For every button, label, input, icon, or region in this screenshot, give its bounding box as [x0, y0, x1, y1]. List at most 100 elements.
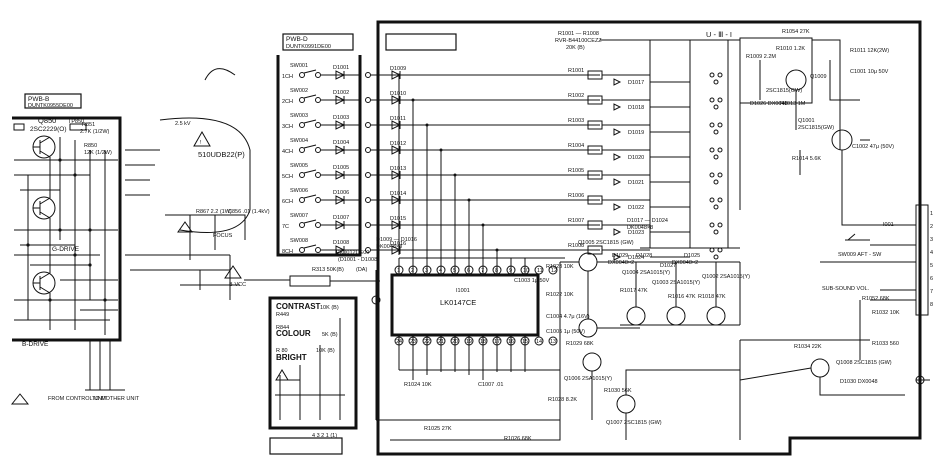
- bottom-right-connector: [915, 375, 925, 385]
- r1024-label: R1024 10K: [404, 382, 432, 388]
- uvi-label: U - Ⅲ - I: [706, 30, 732, 39]
- sub-sound-label: SUB-SOUND VOL.: [822, 286, 870, 292]
- right-diode: [613, 253, 690, 261]
- pot-label: R1008: [568, 243, 584, 249]
- contrast-value: 10K (B): [320, 305, 339, 311]
- right-diode-label: D1019: [628, 130, 644, 136]
- channel-label: 6CH: [282, 199, 293, 205]
- switch-contact: [315, 147, 321, 153]
- c1005-label: C1005 1μ (50V): [546, 329, 585, 335]
- mid-diode: [391, 95, 402, 105]
- sw009-symbol: [845, 233, 870, 241]
- pwb-e-title-box: [269, 437, 343, 455]
- band-contact: [709, 172, 715, 178]
- switch-contact: [299, 172, 305, 178]
- r1032-label: R1032 10K: [872, 310, 900, 316]
- q1007-transistor: [616, 394, 636, 414]
- r1029-label: R1029 68K: [566, 341, 594, 347]
- ic-top-pin: [534, 265, 544, 275]
- pwb-b-title: PWB-B: [28, 96, 49, 103]
- da-connector: [371, 295, 381, 305]
- pot-arrow-icon: [275, 369, 289, 381]
- band-contact: [717, 72, 723, 78]
- row-junction: [397, 73, 401, 77]
- mid-diode-label: D1015: [390, 216, 406, 222]
- q850-type: 2SC2229(O): [30, 126, 67, 133]
- c1004-label: C1004 4.7μ (16V): [546, 314, 590, 320]
- q1009-type: 2SC1815(GW): [766, 88, 802, 94]
- pwb-d-diode: [321, 120, 360, 130]
- band-contact: [717, 172, 723, 178]
- q850-label: Q850: [38, 116, 56, 125]
- i001-connector: [915, 204, 929, 316]
- right-diode-label: D1024: [628, 255, 644, 261]
- q1002-transistor: [706, 306, 726, 326]
- pwb-b-outline: [12, 116, 122, 342]
- q1007-label: Q1007 2SC1815 (GW): [606, 420, 662, 426]
- right-diode-label: D1023: [628, 230, 644, 236]
- r1054-label: R1054 27K: [782, 29, 810, 35]
- switch-label: SW006: [290, 188, 308, 194]
- pot-value-label: 20K (B): [566, 45, 585, 51]
- right-diode: [613, 78, 690, 86]
- switch-lever: [303, 169, 317, 174]
- ic-name: I1001: [456, 288, 470, 294]
- warning-triangle-icon-2: [177, 221, 193, 233]
- connector-pin-number: 4: [930, 250, 933, 256]
- r1026-label: R1026 68K: [504, 436, 532, 442]
- pwb-b-title-box: [24, 93, 82, 109]
- q1005-label: Q1005 2SC1815 (GW): [578, 240, 634, 246]
- row-connector: [365, 222, 371, 228]
- r1009-label: R1009 2.2M: [746, 54, 776, 60]
- right-diode: [613, 153, 690, 161]
- switch-lever: [303, 119, 317, 124]
- mid-diode: [391, 245, 402, 255]
- band-contact: [717, 247, 723, 253]
- pot-label: R1002: [568, 93, 584, 99]
- d1027-label: D1027: [660, 263, 676, 269]
- switch-contact: [315, 247, 321, 253]
- band-contact: [709, 97, 715, 103]
- r850-label: R850: [84, 143, 97, 149]
- colour-label: COLOUR: [276, 329, 311, 338]
- band-contact: [713, 254, 719, 260]
- d1030-label: D1030 DX0048: [840, 379, 878, 385]
- r1025-label: R1025 27K: [424, 426, 452, 432]
- crt-arc: [204, 68, 236, 81]
- channel-label: 2CH: [282, 99, 293, 105]
- switch-label: SW008: [290, 238, 308, 244]
- mid-diode-label: D1011: [390, 116, 406, 122]
- q1009-wiring: [759, 39, 860, 150]
- d1029-label: D1029: [612, 253, 628, 259]
- crt-leads: [125, 149, 160, 196]
- pwb-d-diode-label: D1001: [333, 65, 349, 71]
- switch-contact: [315, 172, 321, 178]
- row-connector: [365, 172, 371, 178]
- switch-contact: [315, 222, 321, 228]
- row-connector: [365, 197, 371, 203]
- right-diode-label: D1022: [628, 205, 644, 211]
- pwb-d-diode-label: D1008: [333, 240, 349, 246]
- ic-top-leads: [398, 255, 565, 275]
- r80-label: R 80: [276, 348, 288, 354]
- row-junction: [467, 198, 471, 202]
- channel-label: 7C: [282, 224, 289, 230]
- right-diode-label: D1017: [628, 80, 644, 86]
- pot-part-label: RVR-B44100CEZZ: [555, 38, 602, 44]
- switch-lever: [303, 144, 317, 149]
- switch-lever: [303, 94, 317, 99]
- pwb-d-board: PWB-D DUNTK0991DE00 SW0011CHD1001SW0022C…: [276, 33, 371, 257]
- switch-lever: [303, 244, 317, 249]
- c1003-label: C1003 1μ 50V: [514, 278, 550, 284]
- switch-lever: [303, 219, 317, 224]
- switch-label: SW001: [290, 63, 308, 69]
- r1011-label: R1011 12K(2W): [850, 48, 889, 54]
- pwb-d-diode: [321, 195, 360, 205]
- connector-pin-number: 6: [930, 276, 933, 282]
- right-diode-label: D1018: [628, 105, 644, 111]
- pwb-d-title-box: [282, 33, 354, 51]
- right-diode-label: D1020: [628, 155, 644, 161]
- mid-diode-label: D1009: [390, 66, 406, 72]
- pot-label: R1004: [568, 143, 584, 149]
